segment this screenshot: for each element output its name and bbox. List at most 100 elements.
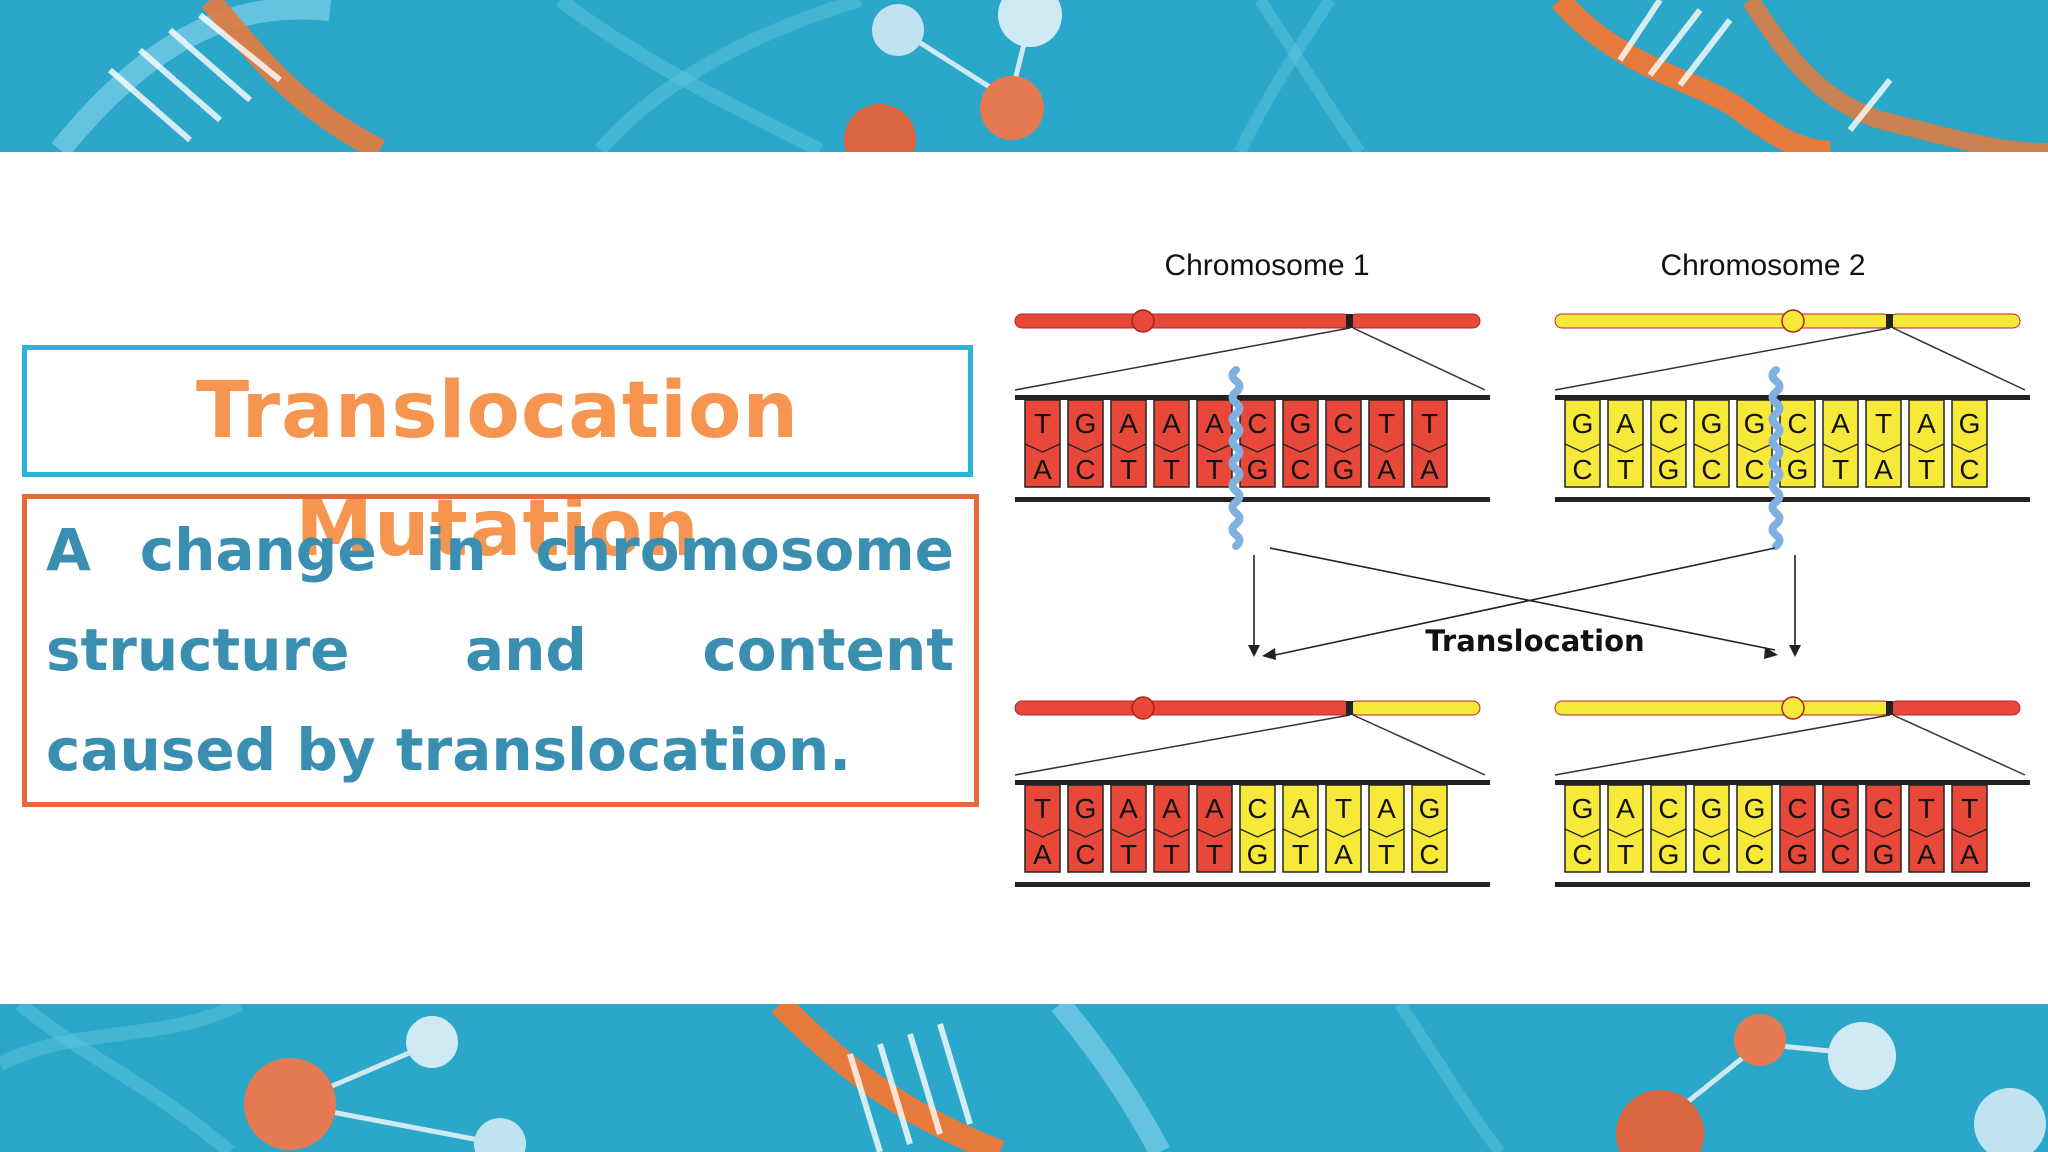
dna-backbone — [1015, 395, 1490, 400]
arrow-heads — [1248, 645, 1801, 660]
base-letter-bottom: C — [1075, 839, 1095, 870]
base-letter-top: A — [1205, 793, 1224, 824]
pair-bond — [1908, 443, 1945, 453]
chromosome-arm — [1889, 700, 2021, 716]
base-pair: AT — [1822, 399, 1859, 488]
pair-bond — [1196, 828, 1233, 838]
base-pair: CG — [1779, 784, 1816, 873]
base-pair: TA — [1951, 784, 1988, 873]
zoom-line — [1554, 714, 1891, 776]
base-letter-top: A — [1616, 793, 1635, 824]
base-pair: GC — [1736, 399, 1773, 488]
base-letter-bottom: C — [1572, 839, 1592, 870]
chromosome-arm — [1014, 313, 1351, 329]
base-letter-top: G — [1830, 793, 1852, 824]
base-letter-top: G — [1701, 408, 1723, 439]
base-letter-top: G — [1959, 408, 1981, 439]
pair-bond — [1067, 828, 1104, 838]
base-letter-top: C — [1247, 408, 1267, 439]
base-pair-block — [1239, 784, 1276, 873]
pair-bond — [1607, 443, 1644, 453]
dna-banner-graphic-bottom — [0, 1004, 2048, 1152]
pair-bond — [1865, 828, 1902, 838]
base-letter-bottom: A — [1334, 839, 1353, 870]
base-pair: CG — [1239, 399, 1276, 488]
base-letter-top: A — [1831, 408, 1850, 439]
base-pair: AT — [1908, 399, 1945, 488]
chromosome-1-label: Chromosome 1 — [1164, 249, 1369, 282]
base-letter-bottom: T — [1292, 839, 1309, 870]
base-pair-block — [1110, 784, 1147, 873]
base-pair-block — [1196, 399, 1233, 488]
base-letter-top: T — [1034, 408, 1051, 439]
base-pair-block — [1067, 784, 1104, 873]
base-letter-top: C — [1787, 408, 1807, 439]
pair-bond — [1024, 443, 1061, 453]
dna-backbone — [1015, 497, 1490, 502]
base-pair: TA — [1368, 399, 1405, 488]
base-pair-block — [1282, 399, 1319, 488]
dna-backbone — [1555, 882, 2030, 887]
base-letter-top: G — [1572, 408, 1594, 439]
base-letter-bottom: T — [1206, 454, 1223, 485]
pair-bond — [1024, 828, 1061, 838]
chromosome-2-label: Chromosome 2 — [1660, 249, 1865, 282]
base-pair-block — [1282, 784, 1319, 873]
base-pair: GC — [1736, 784, 1773, 873]
base-pair-block — [1693, 784, 1730, 873]
base-pair: CG — [1650, 784, 1687, 873]
base-pair: TA — [1411, 399, 1448, 488]
base-pair: GC — [1411, 784, 1448, 873]
base-letter-top: C — [1333, 408, 1353, 439]
base-letter-bottom: T — [1120, 839, 1137, 870]
base-pair-block — [1067, 399, 1104, 488]
dna-sequences: TAGCATATATCGGCCGTATAGCATCGGCGCCGATTAATGC… — [1014, 309, 2030, 887]
base-pair: TA — [1865, 399, 1902, 488]
base-letter-bottom: C — [1959, 454, 1979, 485]
base-pair: GC — [1067, 399, 1104, 488]
break-point-marker — [1228, 366, 1244, 550]
base-pair-block — [1650, 784, 1687, 873]
translocation-label: Translocation — [1425, 624, 1644, 658]
base-letter-bottom: A — [1960, 839, 1979, 870]
zoom-line — [1554, 327, 1891, 391]
base-letter-bottom: C — [1572, 454, 1592, 485]
base-pair: AT — [1110, 784, 1147, 873]
base-letter-top: G — [1744, 408, 1766, 439]
base-letter-bottom: G — [1247, 454, 1269, 485]
base-letter-bottom: G — [1787, 839, 1809, 870]
base-pair-block — [1110, 399, 1147, 488]
base-letter-bottom: T — [1120, 454, 1137, 485]
base-pair: AT — [1607, 784, 1644, 873]
base-pair-block — [1564, 784, 1601, 873]
pair-bond — [1650, 828, 1687, 838]
base-letter-top: A — [1291, 793, 1310, 824]
base-pair: AT — [1153, 399, 1190, 488]
base-letter-top: G — [1075, 793, 1097, 824]
base-pair-block — [1411, 784, 1448, 873]
base-pair-block — [1607, 784, 1644, 873]
base-letter-top: T — [1918, 793, 1935, 824]
definition-text: A change in chromosome structure and con… — [46, 516, 954, 784]
base-letter-top: A — [1162, 793, 1181, 824]
base-letter-top: A — [1205, 408, 1224, 439]
base-pair-block — [1822, 399, 1859, 488]
pair-bond — [1282, 828, 1319, 838]
base-letter-top: C — [1247, 793, 1267, 824]
base-pair: GC — [1822, 784, 1859, 873]
base-pair: GC — [1693, 399, 1730, 488]
base-letter-bottom: A — [1377, 454, 1396, 485]
base-letter-bottom: T — [1163, 454, 1180, 485]
breakpoint-mark — [1346, 701, 1353, 715]
base-pair: GC — [1564, 399, 1601, 488]
chromosome-arm — [1889, 313, 2021, 329]
base-letter-bottom: T — [1918, 454, 1935, 485]
base-pair: GC — [1282, 399, 1319, 488]
centromere — [1131, 309, 1155, 333]
base-letter-top: C — [1658, 793, 1678, 824]
base-pair-block — [1024, 784, 1061, 873]
base-pair: GC — [1693, 784, 1730, 873]
pair-bond — [1368, 828, 1405, 838]
